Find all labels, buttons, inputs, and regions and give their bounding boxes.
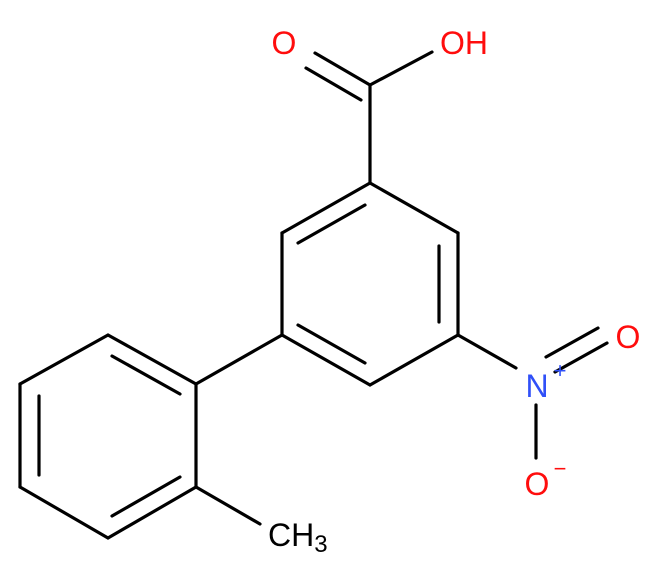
bond-ring-nitro [456,333,518,370]
bond-a1-a2 [368,181,460,235]
nitro-oxygen-double-label: O [616,319,641,355]
nitro-oxygen-single-label: O [525,466,550,502]
bond-b5-b6-inner [110,475,182,518]
carbonyl-oxygen-label: O [272,25,297,61]
bond-a6-a1-inner [296,203,367,245]
bond-b5-b6 [106,485,198,540]
bond-carbonyl-1 [313,51,372,87]
nitro-nitrogen-label: N [525,368,548,404]
methyl-label: CH3 [268,517,328,558]
nitro-oxygen-charge: − [554,456,567,481]
bond-b4-b5 [18,485,110,540]
bond-a4-a5 [280,333,372,387]
bond-a6-a1 [280,181,372,235]
bond-biaryl [194,333,284,386]
bonds [18,50,609,540]
bond-b2-b3 [18,333,110,386]
bond-ring-methyl [194,485,262,526]
bond-a4-a5-inner [296,323,367,365]
bond-carbonyl-2 [304,66,363,102]
bond-carboxyl-oh [368,50,434,87]
bond-a3-a4 [368,333,460,387]
hydroxyl-label: OH [440,25,488,61]
bond-b1-b2 [106,333,198,386]
bond-b1-b2-inner [110,354,182,396]
bond-nitro-o-double-2 [544,326,600,359]
methyl-ch: CH [268,517,314,553]
nitro-nitrogen-charge: + [554,358,567,383]
methyl-subscript: 3 [314,531,327,558]
bond-nitro-o-double-1 [553,341,609,374]
